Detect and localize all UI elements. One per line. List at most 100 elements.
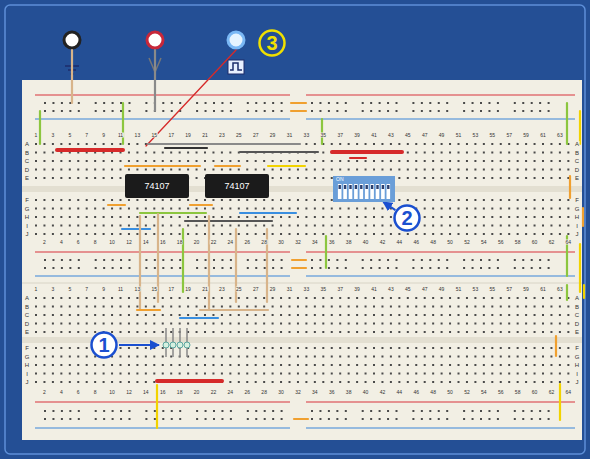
hole (458, 152, 460, 154)
rail-line (35, 427, 290, 428)
hole (221, 216, 223, 218)
hole (373, 297, 375, 299)
hole (500, 306, 502, 308)
callout-ring (395, 206, 420, 231)
hole (162, 160, 164, 162)
hole (314, 208, 316, 210)
hole (305, 160, 307, 162)
hole (500, 297, 502, 299)
hole (491, 381, 493, 383)
hole (517, 331, 519, 333)
hole (52, 216, 54, 218)
hole (229, 364, 231, 366)
hole (472, 259, 474, 261)
hole (111, 323, 113, 325)
hole (128, 143, 130, 145)
hole (314, 160, 316, 162)
clock-symbol-box (228, 60, 244, 74)
hole (69, 418, 71, 420)
jumper-wire (185, 220, 272, 222)
hole (362, 110, 364, 112)
hole (381, 208, 383, 210)
hole (136, 347, 138, 349)
hole (550, 347, 552, 349)
hole (483, 160, 485, 162)
hole (204, 314, 206, 316)
hole (390, 373, 392, 375)
switch-knob (371, 185, 373, 189)
jumper-wire (240, 151, 318, 153)
hole (458, 177, 460, 179)
hole (449, 208, 451, 210)
hole (61, 267, 63, 269)
hole (94, 225, 96, 227)
hole (297, 364, 299, 366)
hole (221, 347, 223, 349)
hole (170, 152, 172, 154)
hole (255, 208, 257, 210)
hole (373, 381, 375, 383)
hole (238, 306, 240, 308)
callout-number: 3 (258, 29, 286, 57)
column-number: 56 (497, 390, 504, 395)
hole (415, 373, 417, 375)
hole (517, 169, 519, 171)
hole (52, 364, 54, 366)
hole (365, 314, 367, 316)
hole (179, 267, 181, 269)
hole (35, 160, 37, 162)
hole (550, 208, 552, 210)
hole (331, 314, 333, 316)
hole (508, 331, 510, 333)
hole (390, 233, 392, 235)
hole (129, 110, 131, 112)
hole (483, 356, 485, 358)
column-number: 42 (379, 240, 386, 245)
led (170, 342, 176, 348)
hole (128, 356, 130, 358)
hole (162, 199, 164, 201)
hole (52, 143, 54, 145)
hole (289, 233, 291, 235)
hole (255, 306, 257, 308)
hole (322, 225, 324, 227)
hole (466, 177, 468, 179)
jumper-wire (294, 418, 308, 420)
hole (246, 323, 248, 325)
hole (483, 143, 485, 145)
hole (314, 225, 316, 227)
hole (204, 297, 206, 299)
hole (488, 102, 490, 104)
hole (483, 169, 485, 171)
hole (120, 364, 122, 366)
hole (111, 216, 113, 218)
hole (319, 267, 321, 269)
hole (373, 225, 375, 227)
hole (331, 169, 333, 171)
hole (297, 177, 299, 179)
hole (153, 199, 155, 201)
column-number: 15 (151, 287, 158, 292)
hole (483, 233, 485, 235)
hole (297, 381, 299, 383)
hole (348, 160, 350, 162)
hole (517, 233, 519, 235)
hole (472, 418, 474, 420)
switch-slot (381, 184, 385, 199)
hole (548, 267, 550, 269)
hole (424, 306, 426, 308)
hole (60, 347, 62, 349)
hole (432, 225, 434, 227)
hole (407, 233, 409, 235)
hole (379, 418, 381, 420)
hole (517, 347, 519, 349)
hole (398, 297, 400, 299)
hole (305, 331, 307, 333)
hole (205, 259, 207, 261)
hole (517, 381, 519, 383)
hole (550, 225, 552, 227)
hole (86, 177, 88, 179)
hole (373, 306, 375, 308)
hole (153, 331, 155, 333)
hole (272, 331, 274, 333)
